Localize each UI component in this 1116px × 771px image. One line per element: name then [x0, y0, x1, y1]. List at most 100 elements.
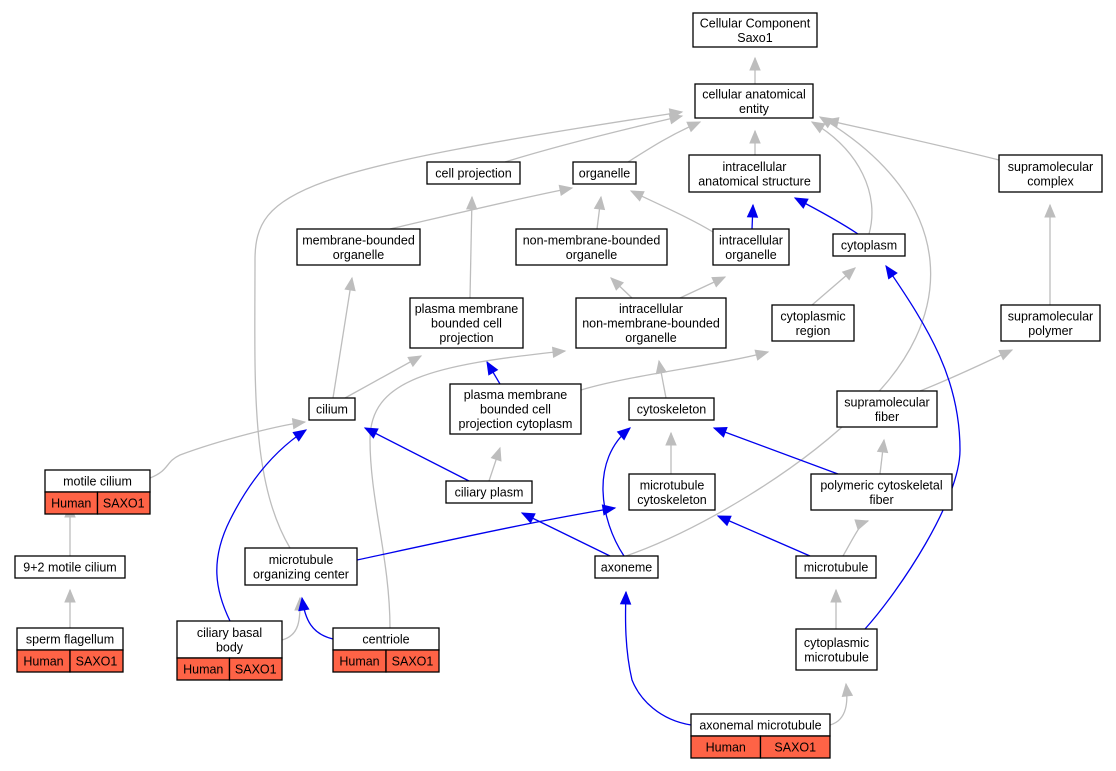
node-cytoskeleton[interactable]: cytoskeleton: [628, 397, 715, 421]
node-label: anatomical structure: [698, 174, 811, 188]
node-label: cytoskeleton: [637, 403, 707, 417]
arrowhead: [616, 427, 631, 441]
node-label: membrane-bounded: [302, 233, 415, 247]
arrowhead: [749, 56, 761, 71]
edge-pcf-to-supfiber: [876, 438, 889, 475]
arrowhead: [655, 359, 667, 375]
edge-cytoplasm-to-cae: [810, 121, 873, 235]
edge-pmbcpc-to-pmbcp: [486, 360, 501, 385]
edge-cilium-to-mbo: [332, 276, 356, 399]
edge-motile-to-cilium: [149, 417, 307, 479]
node-label: axonemal microtubule: [699, 719, 821, 733]
node-box: [694, 83, 814, 119]
edge-cilium-to-pmbcp: [344, 355, 423, 399]
arrowhead: [593, 195, 606, 211]
node-label: microtubule: [804, 561, 869, 575]
arrowhead: [610, 277, 625, 291]
node-organelle[interactable]: organelle: [572, 161, 637, 185]
node-label: cytoplasm: [841, 239, 897, 253]
node-label: organelle: [579, 167, 630, 181]
node-cellproj[interactable]: cell projection: [426, 161, 521, 185]
edge-axoneme-to-ciliaryplasm: [520, 512, 611, 557]
node-box: [594, 555, 659, 579]
node-label: polymer: [1028, 324, 1072, 338]
node-label: organelle: [566, 248, 617, 262]
edge-supfiber-to-suppolymer: [919, 349, 1014, 392]
node-label: non-membrane-bounded: [582, 317, 720, 331]
edge-pmbcp-to-cellproj: [466, 195, 478, 299]
node-label: Saxo1: [737, 31, 772, 45]
node-label: cell projection: [435, 167, 511, 181]
node-box: [14, 555, 126, 579]
node-label: projection: [439, 331, 493, 345]
node-label: bounded cell: [431, 317, 502, 331]
node-label: cytoskeleton: [637, 493, 707, 507]
edge-suppolymer-to-supcomplex: [1044, 203, 1056, 305]
node-label: intracellular: [619, 302, 683, 316]
annotation-cell: [385, 649, 440, 673]
node-label: cellular anatomical: [702, 87, 806, 101]
node-label: organizing center: [253, 567, 349, 581]
edge-organelle-to-cae: [627, 121, 702, 163]
arrowhead: [558, 184, 574, 197]
node-box: [445, 480, 533, 504]
node-box: [628, 397, 715, 421]
arrowhead: [841, 267, 856, 281]
node-label: polymeric cytoskeletal: [820, 478, 942, 492]
arrowhead: [810, 121, 826, 134]
node-label: microtubule: [269, 553, 334, 567]
node-axoneme[interactable]: axoneme: [594, 555, 659, 579]
edge-axmt-to-cytomt: [829, 682, 854, 726]
node-ciliaryplasm[interactable]: ciliary plasm: [445, 480, 533, 504]
node-label: plasma membrane: [415, 302, 519, 316]
arrowhead: [619, 590, 632, 605]
edge-cytoplasm-to-ias: [793, 197, 859, 235]
node-box: [308, 397, 356, 421]
node-box: [1000, 304, 1101, 342]
node-label: ciliary plasm: [455, 486, 524, 500]
node-box: [409, 297, 524, 349]
species-label: Human: [339, 655, 379, 669]
node-box: [296, 228, 421, 266]
node-label: plasma membrane: [464, 388, 568, 402]
node-cilium[interactable]: cilium: [308, 397, 356, 421]
node-label: organelle: [725, 248, 776, 262]
node-inmbo[interactable]: intracellularnon-membrane-boundedorganel…: [575, 297, 727, 349]
node-box: [832, 233, 906, 257]
edge-nmbo-to-organelle: [593, 195, 606, 230]
node-microtubule[interactable]: microtubule: [795, 555, 877, 579]
arrowhead: [818, 116, 834, 129]
node-ninetwo[interactable]: 9+2 motile cilium: [14, 555, 126, 579]
edge-pmbcpc-to-cytoreg: [580, 349, 770, 391]
edge-centriole-to-mtoc: [298, 596, 334, 640]
node-label: region: [796, 324, 831, 338]
arrowhead: [841, 682, 854, 698]
edge-cytomt-to-microtubule: [830, 588, 842, 629]
arrowhead: [1044, 203, 1056, 218]
node-label: microtubule: [640, 478, 705, 492]
node-cytoplasm[interactable]: cytoplasm: [832, 233, 906, 257]
